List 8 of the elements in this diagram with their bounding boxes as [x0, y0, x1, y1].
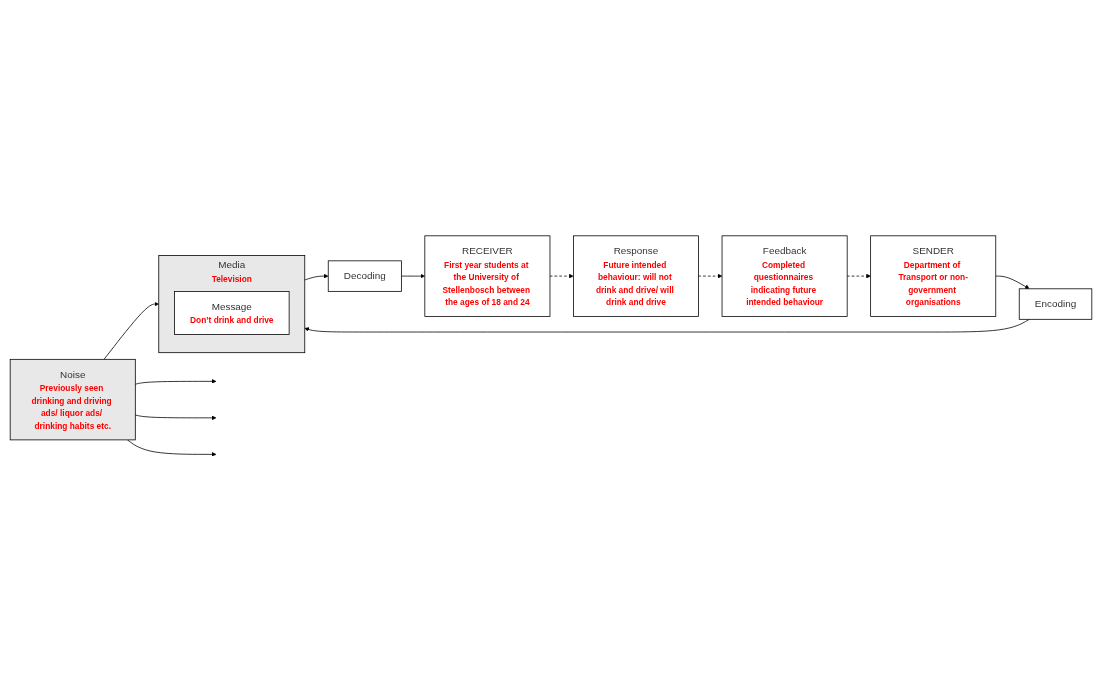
node-box: Decoding	[327, 260, 402, 292]
node-box: RECEIVER First year students at the University of Stellenbosch between the ages of 18 and 24	[424, 235, 551, 317]
node-box: Encoding	[1018, 288, 1093, 320]
node-box: Response Future intended behaviour: will not drink and drive/ will drink and drive	[573, 235, 699, 317]
node-box: Message Don’t drink and drive	[174, 291, 290, 335]
node-box: Noise Previously seen drinking and driving ads/ liquor ads/ drinking habits etc.	[9, 358, 136, 441]
node-box: Feedback Completed questionnaires indicating future intended behaviour	[721, 235, 848, 317]
node-box: SENDER Department of Transport or non-government organisations	[870, 235, 997, 317]
